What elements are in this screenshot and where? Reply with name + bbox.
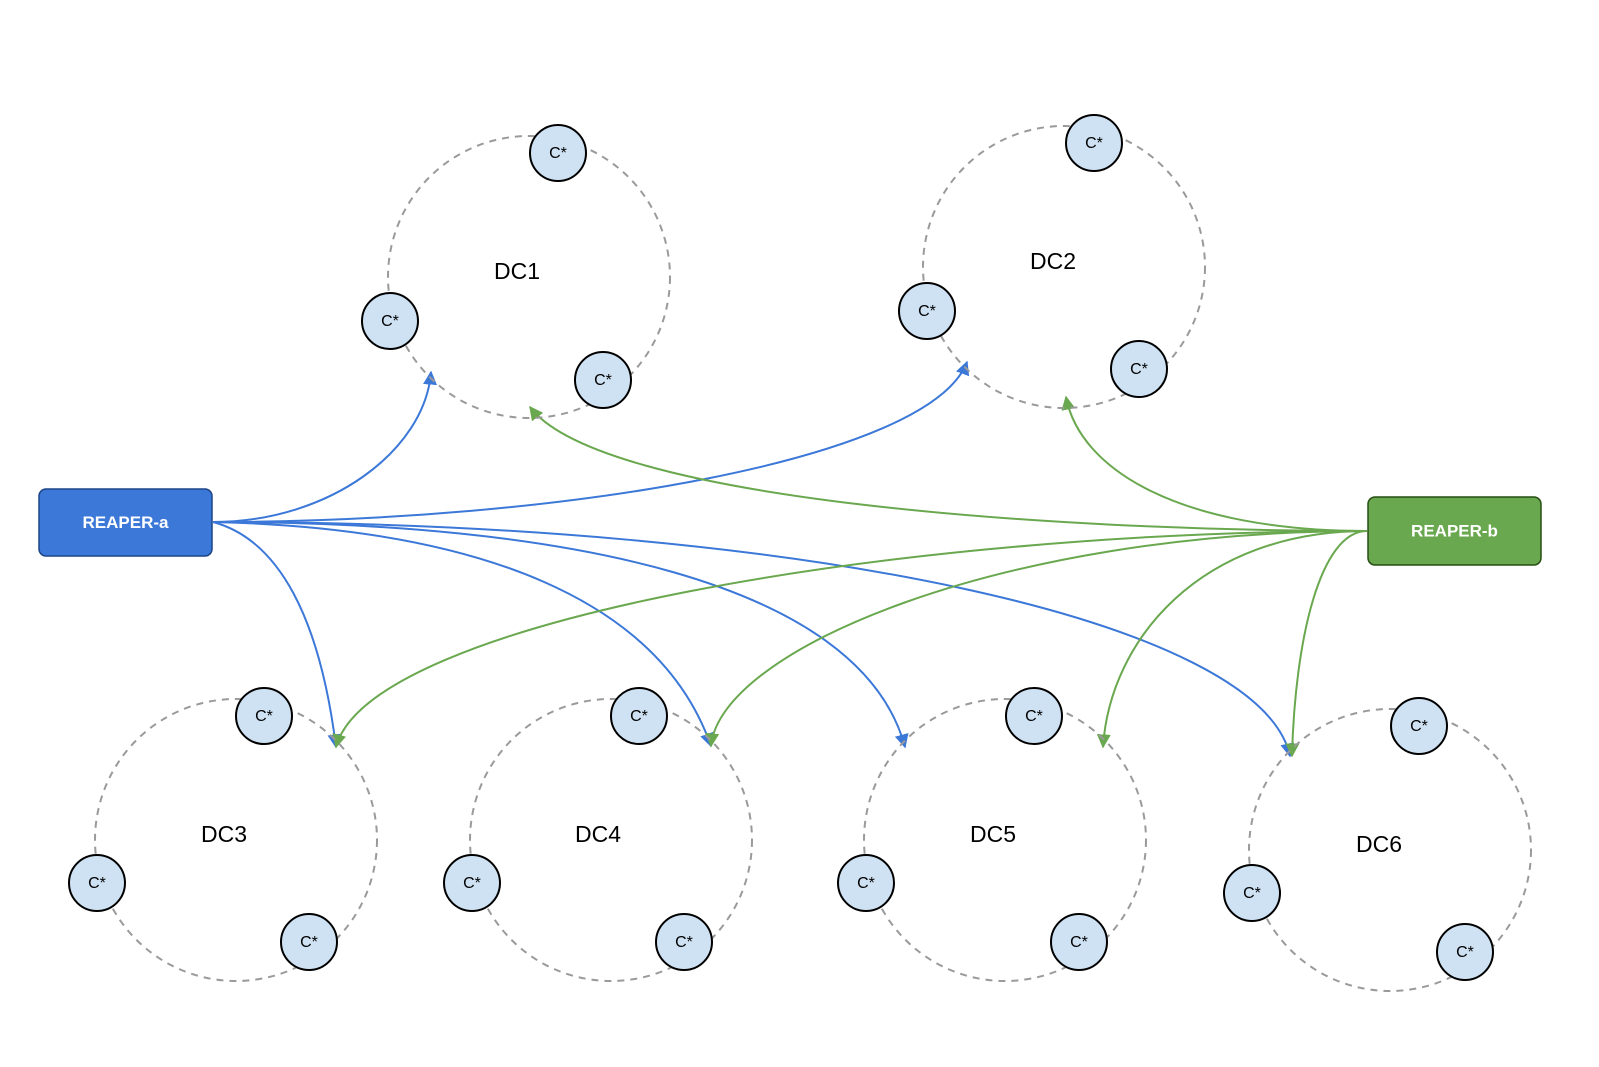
node-label: C* — [463, 875, 481, 892]
node-label: C* — [1130, 361, 1148, 378]
reaper-a-box — [38, 488, 213, 557]
node-circle — [655, 913, 713, 971]
dc3-cassandra-node-3[interactable]: C* — [280, 913, 338, 971]
dc5-ring — [863, 698, 1147, 982]
dc1-cassandra-node-3[interactable]: C* — [574, 351, 632, 409]
node-label: C* — [630, 708, 648, 725]
node-circle — [280, 913, 338, 971]
dc6-label: DC6 — [1356, 831, 1402, 857]
node-label: C* — [1070, 934, 1088, 951]
node-circle — [1436, 923, 1494, 981]
edge-reaper-a-to-dc2 — [212, 360, 970, 523]
node-circle — [1110, 340, 1168, 398]
dc2-cassandra-node-2[interactable]: C* — [898, 282, 956, 340]
node-label: C* — [675, 934, 693, 951]
dc3-label: DC3 — [201, 821, 247, 847]
node-circle — [1223, 864, 1281, 922]
dc2-label: DC2 — [1030, 248, 1076, 274]
reaper-b-label: REAPER-b — [1411, 521, 1498, 540]
reaper-a-node[interactable]: REAPER-a — [38, 488, 213, 557]
dc6-cassandra-node-1[interactable]: C* — [1390, 697, 1448, 755]
edge-reaper-a-to-dc1 — [212, 370, 437, 523]
dc2-cassandra-node-3[interactable]: C* — [1110, 340, 1168, 398]
node-label: C* — [918, 303, 936, 320]
dc5-label: DC5 — [970, 821, 1016, 847]
edge-reaper-a-to-dc4 — [212, 521, 714, 748]
edge-reaper-a-to-dc6 — [212, 521, 1295, 758]
edge-reaper-b-to-dc1 — [529, 405, 1368, 532]
dc6-cassandra-node-3[interactable]: C* — [1436, 923, 1494, 981]
node-circle — [1065, 114, 1123, 172]
node-circle — [361, 292, 419, 350]
dc5-cassandra-node-3[interactable]: C* — [1050, 913, 1108, 971]
edge-reaper-b-to-dc5 — [1096, 530, 1368, 749]
edge-reaper-b-to-dc2 — [1061, 395, 1368, 532]
node-label: C* — [381, 313, 399, 330]
dc1-ring — [387, 135, 671, 419]
dc6-ring — [1248, 708, 1532, 992]
node-label: C* — [300, 934, 318, 951]
dc1-cassandra-node-1[interactable]: C* — [529, 124, 587, 182]
datacenters-layer: DC1C*C*C*DC2C*C*C*DC3C*C*C*DC4C*C*C*DC5C… — [68, 114, 1532, 992]
node-circle — [1390, 697, 1448, 755]
node-label: C* — [1025, 708, 1043, 725]
dc4-cassandra-node-1[interactable]: C* — [610, 687, 668, 745]
node-label: C* — [1456, 944, 1474, 961]
dc3-cassandra-node-2[interactable]: C* — [68, 854, 126, 912]
dc5-cassandra-node-1[interactable]: C* — [1005, 687, 1063, 745]
edge-reaper-a-to-dc5 — [212, 521, 909, 749]
reaper-a-label: REAPER-a — [83, 513, 170, 532]
node-label: C* — [1243, 885, 1261, 902]
edge-reaper-a-to-dc3 — [212, 521, 342, 749]
dc1-label: DC1 — [494, 258, 540, 284]
dc6-cassandra-node-2[interactable]: C* — [1223, 864, 1281, 922]
dc3-cassandra-node-1[interactable]: C* — [235, 687, 293, 745]
reaper-b-node[interactable]: REAPER-b — [1367, 496, 1542, 566]
node-circle — [898, 282, 956, 340]
dc1-cassandra-node-2[interactable]: C* — [361, 292, 419, 350]
node-label: C* — [594, 372, 612, 389]
dc3-ring — [94, 698, 378, 982]
edge-reaper-b-to-dc3 — [332, 530, 1368, 749]
dc5-cassandra-node-2[interactable]: C* — [837, 854, 895, 912]
node-circle — [529, 124, 587, 182]
node-circle — [1005, 687, 1063, 745]
connections-layer — [212, 360, 1368, 758]
node-circle — [837, 854, 895, 912]
dc4-label: DC4 — [575, 821, 621, 847]
node-circle — [574, 351, 632, 409]
node-circle — [235, 687, 293, 745]
edge-reaper-b-to-dc6 — [1285, 530, 1368, 758]
node-label: C* — [549, 145, 567, 162]
dc4-cassandra-node-2[interactable]: C* — [443, 854, 501, 912]
node-circle — [1050, 913, 1108, 971]
reaper-b-box — [1367, 496, 1542, 566]
node-circle — [68, 854, 126, 912]
node-circle — [443, 854, 501, 912]
node-label: C* — [88, 875, 106, 892]
dc2-ring — [922, 125, 1206, 409]
dc4-cassandra-node-3[interactable]: C* — [655, 913, 713, 971]
node-label: C* — [255, 708, 273, 725]
edge-reaper-b-to-dc4 — [705, 530, 1368, 748]
node-circle — [610, 687, 668, 745]
node-label: C* — [1085, 135, 1103, 152]
reapers-layer: REAPER-a REAPER-b — [38, 488, 1542, 566]
dc2-cassandra-node-1[interactable]: C* — [1065, 114, 1123, 172]
node-label: C* — [1410, 718, 1428, 735]
dc4-ring — [469, 698, 753, 982]
node-label: C* — [857, 875, 875, 892]
